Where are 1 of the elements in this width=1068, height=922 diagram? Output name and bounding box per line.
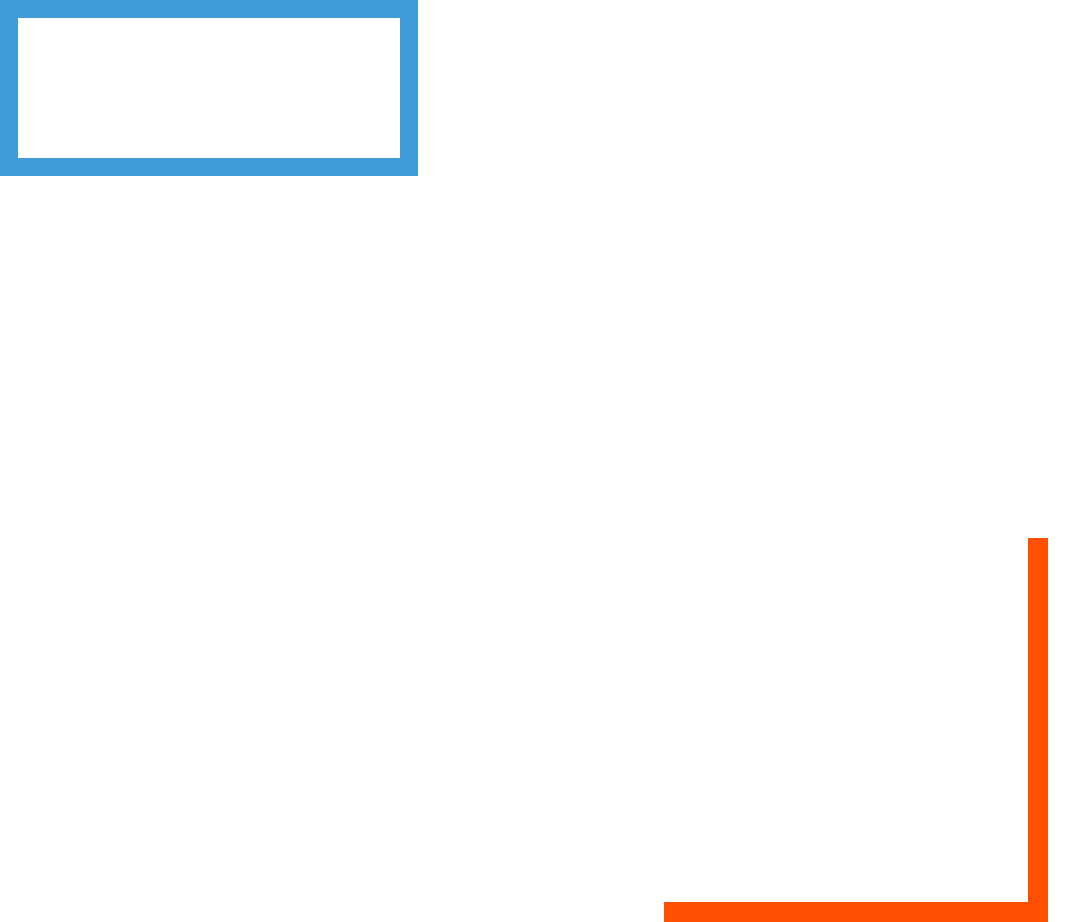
empty-box xyxy=(0,0,418,176)
